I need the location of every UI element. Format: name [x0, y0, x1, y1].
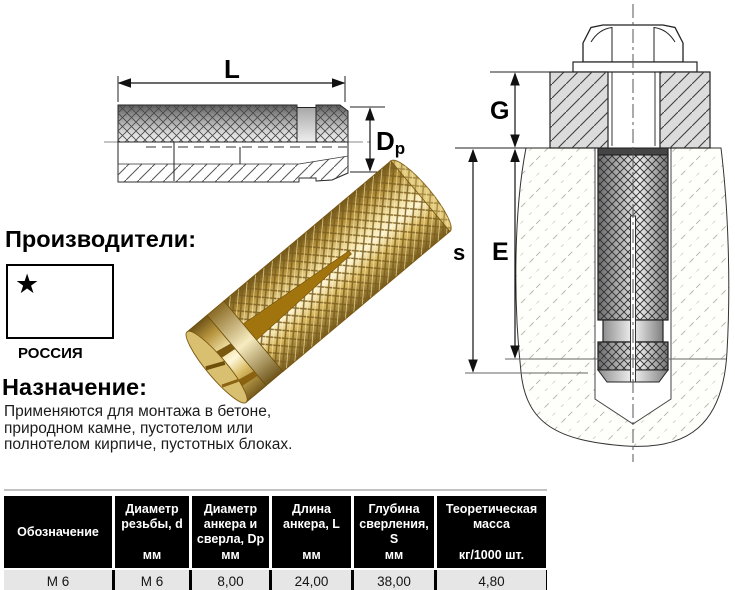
col-header-theoretical-mass: Теоретическая масса кг/1000 шт. — [437, 496, 546, 568]
dimension-s: s — [453, 147, 588, 374]
purpose-text: Применяются для монтажа в бетоне, природ… — [4, 403, 293, 454]
purpose-line-2: природном камне, пустотелом или — [4, 419, 254, 437]
table-header-row: Обозначение Диаметр резьбы, d мм Диаметр… — [4, 496, 547, 568]
col-title: Длина анкера, L — [283, 502, 340, 531]
embed-depth-label: E — [492, 238, 509, 266]
country-label: РОССИЯ — [18, 345, 83, 362]
diameter-dim-label: Dp — [376, 126, 405, 158]
installation-drawing: G E s — [453, 4, 730, 462]
col-title: Диаметр резьбы, d — [121, 502, 183, 531]
length-dim-label: L — [224, 54, 240, 84]
col-header-drilling-depth: Глубина сверления, S мм — [354, 496, 434, 568]
length-dimension: L — [117, 54, 346, 102]
col-unit: кг/1000 шт. — [458, 548, 525, 563]
col-unit: мм — [302, 548, 321, 563]
col-title: Глубина сверления, S — [359, 502, 429, 546]
purpose-line-1: Применяются для монтажа в бетоне, — [4, 403, 272, 420]
side-view-drawing: L Dp — [104, 54, 405, 183]
washer — [572, 61, 698, 73]
purpose-line-3: полнотелом кирпиче, пустотных блоках. — [4, 436, 293, 453]
spec-table: Обозначение Диаметр резьбы, d мм Диаметр… — [4, 489, 547, 590]
cell-anchor-drill-diameter: 8,00 — [192, 570, 269, 590]
col-header-thread-diameter: Диаметр резьбы, d мм — [115, 496, 189, 568]
col-header-designation: Обозначение — [4, 496, 112, 568]
table-data-row: М 6 М 6 8,00 24,00 38,00 4,80 — [4, 570, 547, 590]
fixture-plate — [549, 71, 711, 149]
star-icon: ★ — [15, 269, 40, 299]
col-title: Теоретическая масса — [445, 502, 538, 531]
drill-depth-label: s — [453, 240, 465, 265]
russia-flag: ★ — [6, 264, 114, 339]
dimension-g: G — [490, 71, 573, 148]
anchor-section-half — [117, 141, 349, 183]
cell-theoretical-mass: 4,80 — [437, 570, 546, 590]
table-top-divider — [4, 489, 547, 491]
col-title: Диаметр анкера и сверла, Dp — [196, 502, 265, 546]
cell-drilling-depth: 38,00 — [354, 570, 434, 590]
col-unit: мм — [221, 548, 240, 563]
cell-thread-diameter: М 6 — [115, 570, 189, 590]
purpose-heading: Назначение: — [2, 374, 147, 400]
col-title: Обозначение — [17, 525, 99, 540]
anchor-crown — [185, 314, 267, 404]
col-header-anchor-drill-diameter: Диаметр анкера и сверла, Dp мм — [192, 496, 269, 568]
col-header-anchor-length: Длина анкера, L мм — [272, 496, 351, 568]
anchor-knurled-half — [117, 104, 349, 143]
diameter-dimension: Dp — [350, 106, 405, 173]
hex-nut — [582, 24, 684, 63]
col-unit: мм — [384, 548, 404, 563]
brass-anchor-photo — [185, 159, 452, 404]
col-unit: мм — [142, 548, 162, 563]
cell-anchor-length: 24,00 — [272, 570, 351, 590]
manufacturers-heading: Производители: — [5, 226, 197, 252]
cell-designation: М 6 — [4, 570, 112, 590]
plate-thickness-label: G — [490, 97, 509, 125]
dimension-e: E — [492, 148, 726, 360]
